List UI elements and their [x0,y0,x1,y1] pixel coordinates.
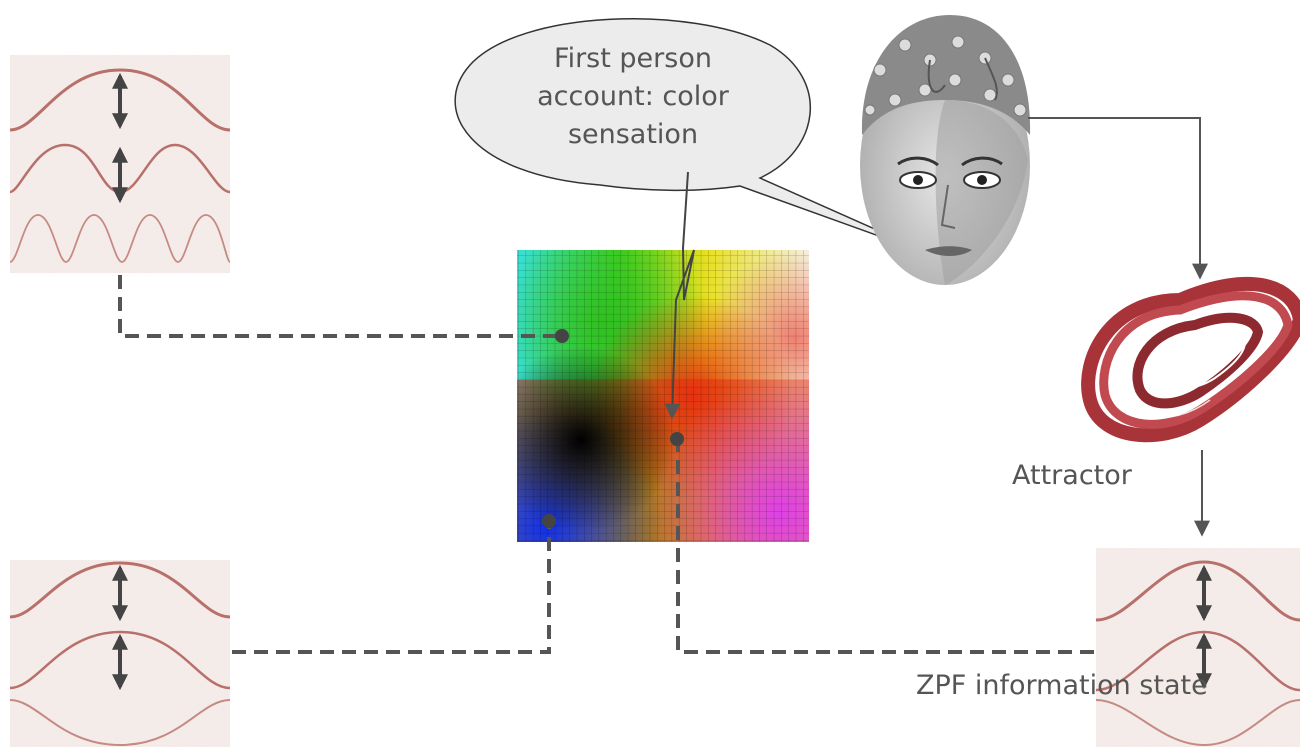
connector-top-left [118,275,562,338]
eeg-cap-head-icon [860,15,1031,285]
sine-wave-icon [9,561,231,619]
connector-bottom-right [676,440,1094,654]
sine-wave-icon [9,630,231,690]
sine-wave-icon [9,214,231,263]
callout-line-3: sensation [567,119,699,150]
connector-bottom-left [232,522,551,654]
sine-wave-icon [1095,699,1300,747]
torus-attractor-icon [1081,276,1300,443]
color-field-grid [517,250,809,542]
dashed-connectors [118,275,1094,654]
speech-bubble-text: First person account: color sensation [498,40,768,154]
sine-wave-icon [1095,630,1300,692]
zpf-information-state-label: ZPF information state [916,670,1208,701]
arrow-head-to-attractor [1028,117,1208,280]
sine-wave-icon [1095,560,1300,622]
map-point-bottom-left [542,514,556,528]
callout-line-1: First person [554,43,712,74]
map-point-center [670,432,684,446]
sine-wave-icon [9,699,231,747]
wave-panel-bottom-left [9,560,231,747]
attractor-label: Attractor [1012,460,1132,491]
map-point-top-left [555,329,569,343]
speech-bubble [454,18,941,259]
wave-panel-bottom-right [1095,548,1300,747]
callout-line-2: account: color [537,81,729,112]
pointer-squiggle [664,171,695,420]
wave-panel-top-left [9,55,231,273]
sine-wave-icon [9,68,231,132]
